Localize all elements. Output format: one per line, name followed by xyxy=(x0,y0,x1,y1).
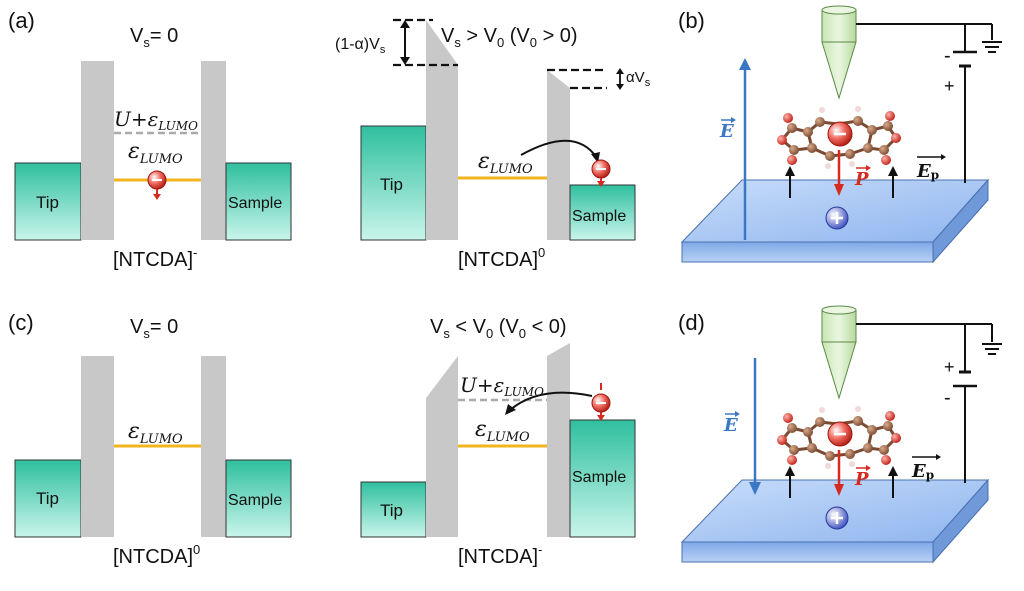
e-field-label: E xyxy=(723,415,738,436)
sample-label: Sample xyxy=(228,195,282,212)
electron-icon xyxy=(147,170,167,200)
voltage-label: Vs= 0 xyxy=(130,316,178,341)
electron-icon xyxy=(591,159,611,187)
lumo-label: εLUMO xyxy=(478,149,533,177)
panel-a-label: (a) xyxy=(8,8,35,33)
ground-icon xyxy=(982,343,1002,355)
stm-tip-apex xyxy=(821,41,857,100)
tunneling-arrow xyxy=(509,391,593,411)
stm-tip-body xyxy=(821,9,857,43)
negative-charge-icon xyxy=(827,421,853,447)
bias-condition: Vs > V0 (V0 > 0) xyxy=(441,25,578,50)
state-label: [NTCDA]- xyxy=(113,245,197,271)
lumo-label: εLUMO xyxy=(128,139,183,167)
alpha-right-label: αVs xyxy=(626,69,651,89)
battery-icon xyxy=(953,370,977,388)
lumo-label: εLUMO xyxy=(128,419,183,447)
stm-tip-body xyxy=(821,309,857,343)
battery-icon xyxy=(953,50,977,68)
sample-barrier xyxy=(547,70,570,240)
state-label: [NTCDA]0 xyxy=(458,245,545,271)
voltage-label: Vs= 0 xyxy=(130,25,178,50)
alpha-left-label: (1-α)Vs xyxy=(335,36,386,56)
panel-d-label: (d) xyxy=(678,310,705,335)
panel-a-left: (a) Vs= 0 Tip Sample U+εLUMO εLUMO [NTCD… xyxy=(8,8,292,271)
stm-tip-apex xyxy=(821,341,857,400)
panel-b: (b) - + E xyxy=(678,5,1002,264)
battery-minus: - xyxy=(944,387,951,409)
panel-c-left: (c) Vs= 0 Tip Sample εLUMO [NTCDA]0 xyxy=(8,310,292,568)
sample-barrier xyxy=(547,343,570,537)
tip-electrode xyxy=(360,481,427,538)
tip-label: Tip xyxy=(36,193,59,212)
electron-icon xyxy=(591,383,611,421)
hubbard-label: U+εLUMO xyxy=(114,107,198,133)
state-label: [NTCDA]- xyxy=(458,542,542,568)
panel-c-label: (c) xyxy=(8,310,34,335)
positive-charge-icon xyxy=(825,506,849,530)
ep-label: Ep xyxy=(911,461,934,482)
sample-label: Sample xyxy=(228,492,282,509)
sample-barrier xyxy=(201,61,226,240)
substrate-front xyxy=(681,241,934,263)
sample-label: Sample xyxy=(572,208,626,225)
tip-electrode xyxy=(360,125,427,241)
tip-electrode xyxy=(14,459,82,538)
ntcda-molecule xyxy=(777,406,901,469)
tip-label: Tip xyxy=(380,175,403,194)
battery-plus: + xyxy=(944,357,955,377)
panel-a-right: Vs > V0 (V0 > 0) Tip Sample (1-α)Vs αVs … xyxy=(335,18,651,271)
lumo-label: εLUMO xyxy=(475,417,530,445)
battery-minus: - xyxy=(944,45,951,67)
substrate-side xyxy=(932,478,989,564)
tip-barrier xyxy=(426,20,458,240)
tunneling-arrow xyxy=(520,139,598,159)
panel-b-label: (b) xyxy=(678,8,705,33)
negative-charge-icon xyxy=(827,121,853,147)
sample-electrode xyxy=(569,184,636,241)
battery-plus: + xyxy=(944,76,955,96)
positive-charge-icon xyxy=(825,206,849,230)
hubbard-label: U+εLUMO xyxy=(460,373,544,399)
substrate-front xyxy=(681,541,934,563)
tip-barrier xyxy=(426,356,458,537)
polarization-label: P xyxy=(854,169,869,190)
bias-condition: Vs < V0 (V0 < 0) xyxy=(430,316,567,341)
sample-barrier xyxy=(201,356,226,537)
sample-electrode xyxy=(569,419,636,538)
tip-barrier xyxy=(81,356,114,537)
tip-label: Tip xyxy=(36,489,59,508)
tip-barrier xyxy=(81,61,114,240)
polarization-label: P xyxy=(854,469,869,490)
panel-d: (d) + - E xyxy=(678,305,1002,564)
sample-label: Sample xyxy=(572,469,626,486)
ntcda-molecule xyxy=(777,106,901,169)
tip-label: Tip xyxy=(380,501,403,520)
tip-electrode xyxy=(14,162,82,241)
panel-c-right: Vs < V0 (V0 < 0) Tip Sample U+εLUMO εLUM… xyxy=(360,316,636,568)
sample-electrode xyxy=(225,162,292,241)
ep-label: Ep xyxy=(916,161,939,182)
state-label: [NTCDA]0 xyxy=(113,542,200,568)
e-field-label: E xyxy=(719,121,734,142)
sample-electrode xyxy=(225,459,292,538)
ground-icon xyxy=(982,41,1002,53)
substrate-side xyxy=(932,178,989,264)
